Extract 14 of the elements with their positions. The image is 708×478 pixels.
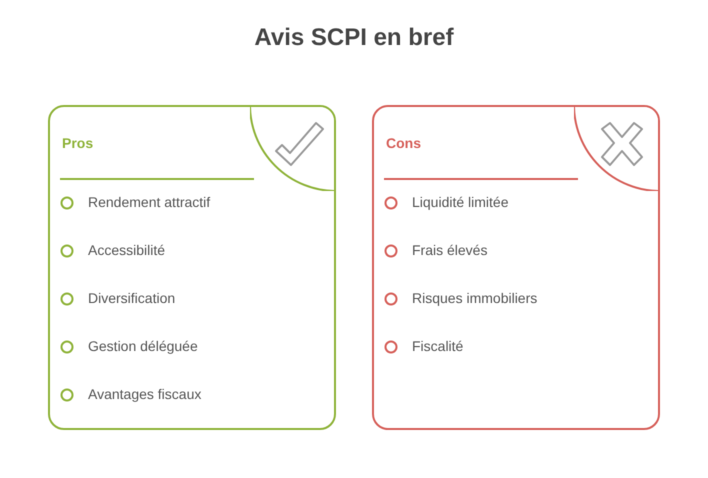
list-item: Avantages fiscaux [88,386,202,402]
card-heading: Cons [386,135,421,151]
card [372,105,660,430]
list-item: Accessibilité [88,242,166,258]
card-heading: Pros [62,135,94,151]
list-item: Liquidité limitée [412,194,508,210]
card [48,105,336,430]
list-item: Frais élevés [412,242,488,258]
list-item: Rendement attractif [88,194,210,210]
list-item: Fiscalité [412,338,464,354]
title: Avis SCPI en bref [253,24,455,52]
list-item: Risques immobiliers [412,290,538,306]
list-item: Diversification [88,290,176,306]
list-item: Gestion déléguée [88,338,198,354]
